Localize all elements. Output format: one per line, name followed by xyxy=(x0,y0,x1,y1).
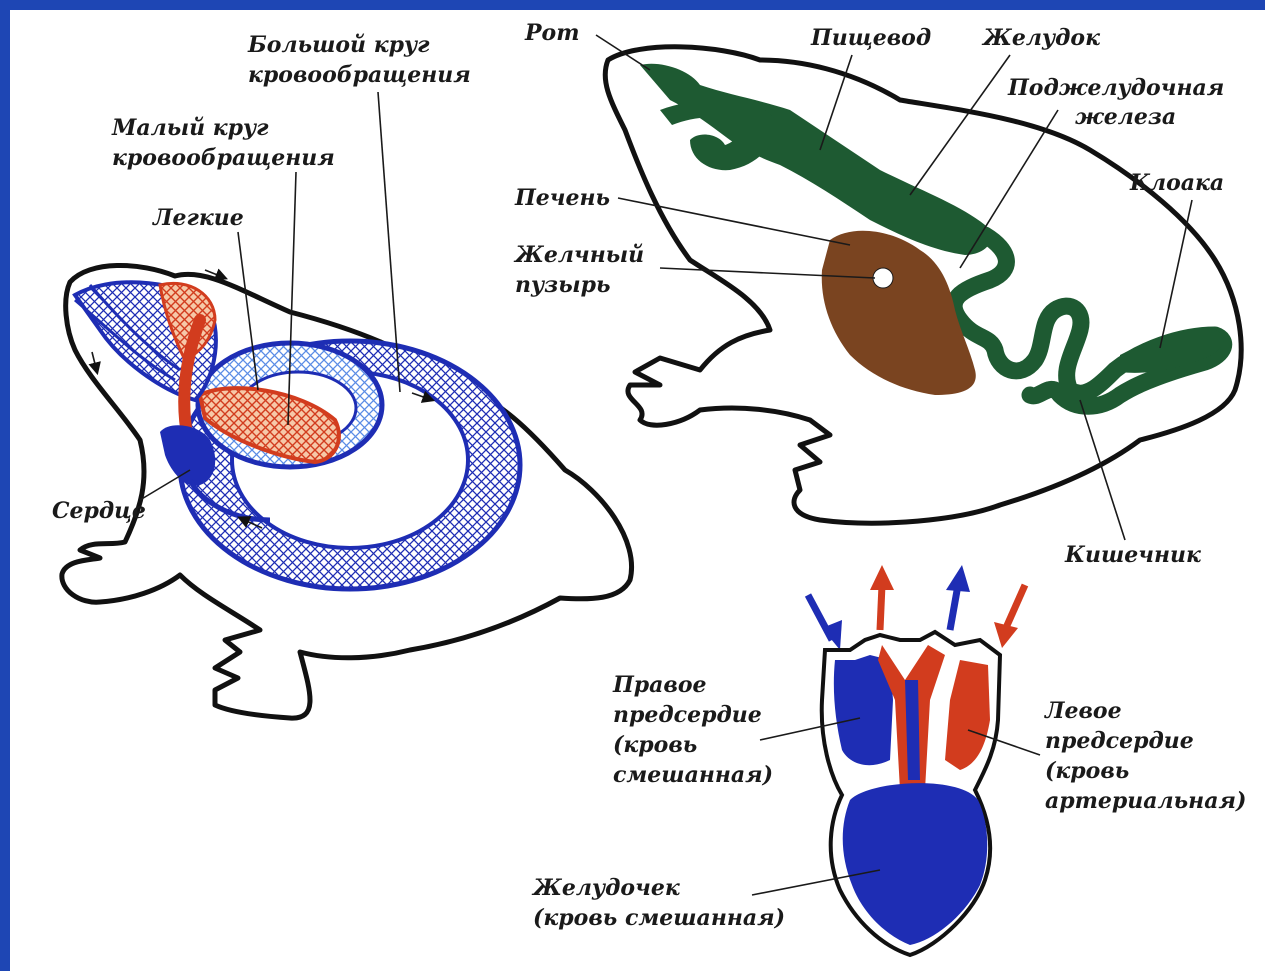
arrowhead xyxy=(994,622,1018,648)
label-systemic-line1: Большой круг xyxy=(247,32,430,58)
label-pancreas-line2: железа xyxy=(1075,104,1176,130)
label-right-atrium-line3: (кровь xyxy=(613,732,697,758)
label-left-atrium-line4: артериальная) xyxy=(1045,788,1246,814)
arrowhead xyxy=(870,565,894,590)
label-esophagus: Пищевод xyxy=(810,25,931,51)
label-left-atrium-line2: предсердие xyxy=(1045,728,1194,754)
label-right-atrium-line2: предсердие xyxy=(613,702,762,728)
arrow-out-arterial-left xyxy=(880,585,882,630)
label-intestine: Кишечник xyxy=(1064,542,1201,568)
arrowhead xyxy=(946,565,970,592)
label-lungs: Легкие xyxy=(152,205,244,231)
slide-canvas: Большой круг кровообращения Малый круг к… xyxy=(10,10,1265,971)
label-left-atrium-line1: Левое xyxy=(1044,698,1122,724)
label-ventricle-line2: (кровь смешанная) xyxy=(533,905,785,931)
label-gallbladder-line1: Желчный xyxy=(513,242,644,268)
label-systemic-line2: кровообращения xyxy=(248,62,471,88)
label-pancreas-line1: Поджелудочная xyxy=(1007,75,1224,101)
gallbladder xyxy=(873,268,893,288)
label-heart: Сердце xyxy=(52,498,146,524)
label-left-atrium-line3: (кровь xyxy=(1045,758,1129,784)
label-mouth: Рот xyxy=(524,20,580,46)
label-gallbladder-line2: пузырь xyxy=(515,272,610,298)
label-right-atrium-line1: Правое xyxy=(612,672,707,698)
label-pulmonary-line2: кровообращения xyxy=(112,145,335,171)
arrow-in-arterial-right xyxy=(1005,585,1025,630)
heart-detail: Правое предсердие (кровь смешанная) Лево… xyxy=(531,565,1246,955)
frog-circulation: Большой круг кровообращения Малый круг к… xyxy=(52,32,632,718)
diagram: Большой круг кровообращения Малый круг к… xyxy=(10,10,1265,971)
label-ventricle-line1: Желудочек xyxy=(531,875,680,901)
label-stomach: Желудок xyxy=(981,25,1100,51)
arrow-out-venous-right xyxy=(950,585,958,630)
label-pulmonary-line1: Малый круг xyxy=(111,115,269,141)
label-liver: Печень xyxy=(514,185,610,211)
label-right-atrium-line4: смешанная) xyxy=(613,762,773,788)
label-cloaca: Клоака xyxy=(1129,170,1224,196)
frog-digestion: Рот Пищевод Желудок Поджелудочная железа… xyxy=(513,20,1241,568)
